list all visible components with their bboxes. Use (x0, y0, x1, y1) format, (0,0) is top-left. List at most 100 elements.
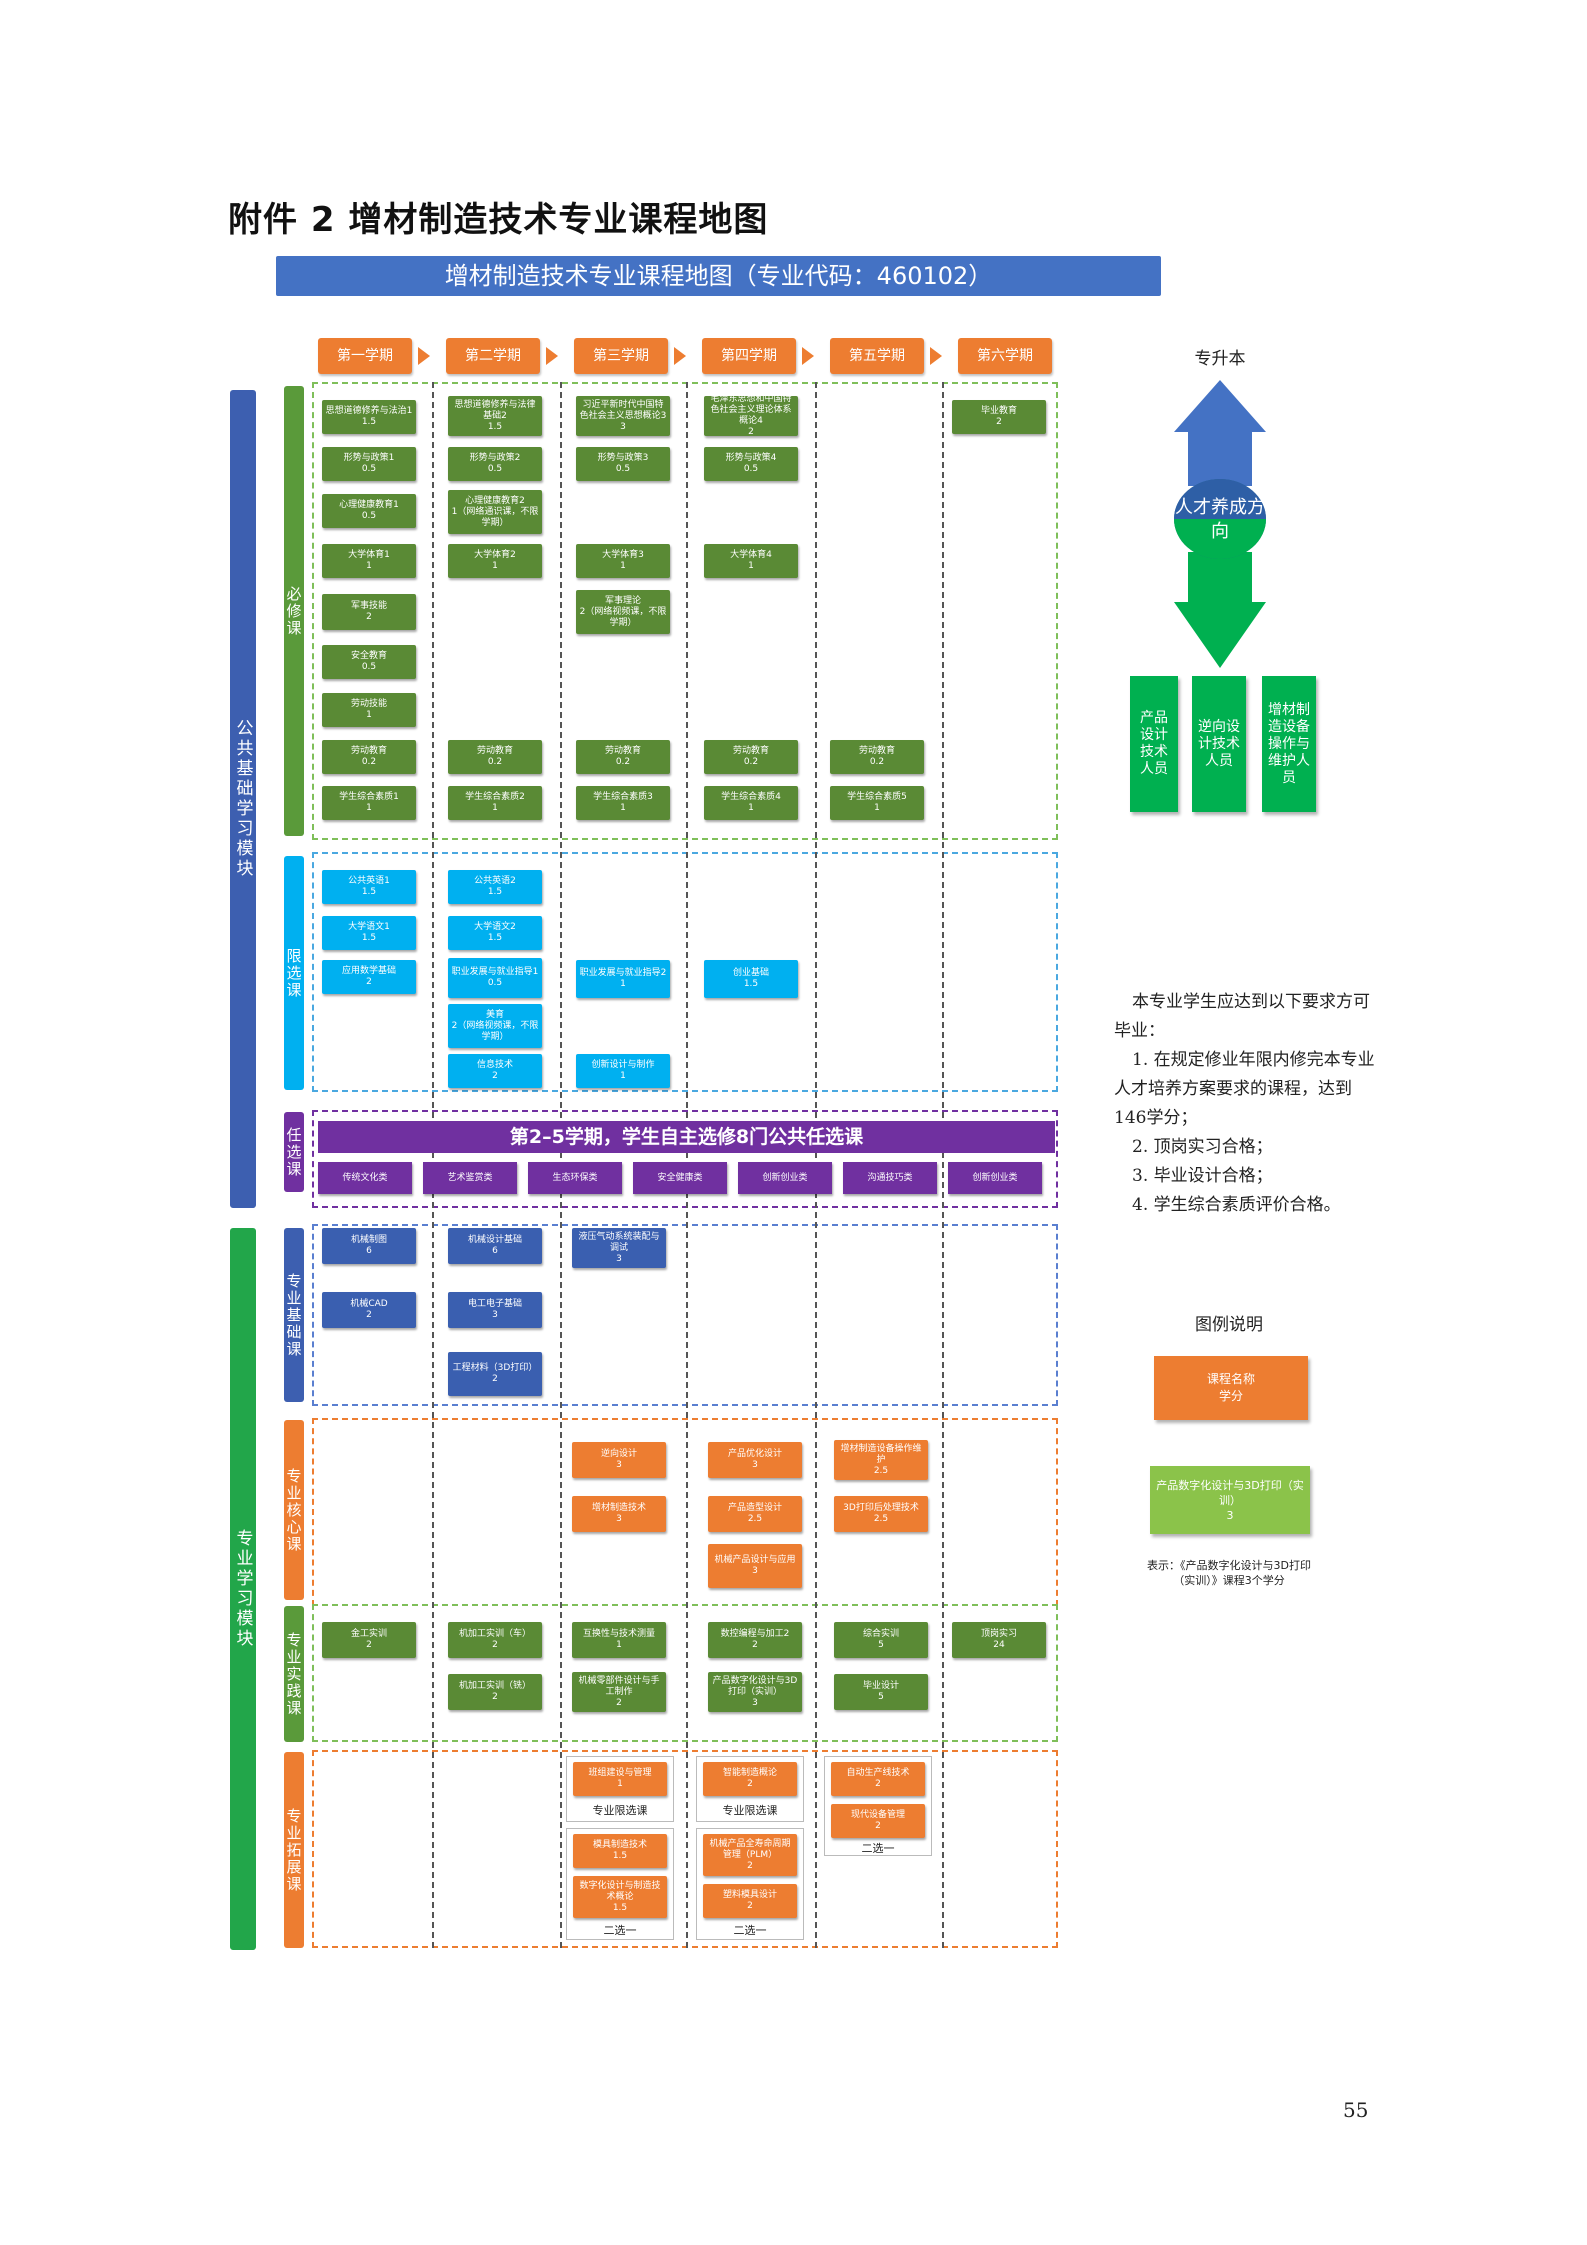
category-prof-core: 专业核心课 (284, 1420, 304, 1600)
optional-category: 传统文化类 (318, 1162, 412, 1194)
semester-4: 第四学期 (702, 338, 796, 374)
section-prof-base (312, 1224, 1058, 1406)
ext-group-label: 专业限选课 (592, 1804, 648, 1817)
arrow-right-icon (802, 347, 814, 365)
semester-2: 第二学期 (446, 338, 540, 374)
legend-note: 表示：《产品数字化设计与3D打印（实训）》课程3个学分 (1147, 1559, 1311, 1587)
category-limited: 限选课 (284, 856, 304, 1090)
course-box: 机械产品全寿命周期管理（PLM）2 (703, 1834, 797, 1876)
category-required: 必修课 (284, 386, 304, 836)
legend-course-name: 课程名称 (1206, 1372, 1255, 1386)
requirements-item: 4. 学生综合素质评价合格。 (1132, 1195, 1341, 1215)
requirements-intro: 本专业学生应达到以下要求方可毕业： (1114, 992, 1370, 1041)
direction-arrows-graphic (1174, 380, 1266, 668)
course-box: 机加工实训（铣）2 (448, 1674, 542, 1710)
arrow-right-icon (418, 347, 430, 365)
optional-category: 生态环保类 (528, 1162, 622, 1194)
section-required (312, 382, 1058, 840)
arrow-right-icon (930, 347, 942, 365)
ext-group-label: 二选一 (603, 1924, 637, 1937)
category-optional: 任选课 (284, 1112, 304, 1192)
section-prof-core (312, 1418, 1058, 1606)
job-box: 增材制造设备操作与维护人员 (1262, 676, 1316, 812)
requirements-item: 1. 在规定修业年限内修完本专业人才培养方案要求的课程，达到146学分； (1114, 1050, 1375, 1128)
semester-6: 第六学期 (958, 338, 1052, 374)
arrow-right-icon (546, 347, 558, 365)
column-divider (942, 382, 944, 1948)
legend-sample-course: 课程名称 学分 (1154, 1356, 1308, 1420)
category-prof-ext: 专业拓展课 (284, 1752, 304, 1948)
optional-category: 艺术鉴赏类 (423, 1162, 517, 1194)
optional-banner: 第2–5学期，学生自主选修8门公共任选课 (318, 1121, 1055, 1153)
course-box: 产品数字化设计与3D打印（实训）3 (708, 1672, 802, 1712)
ext-group-label: 二选一 (861, 1842, 895, 1855)
legend-example-course: 产品数字化设计与3D打印（实训） 3 (1150, 1466, 1310, 1534)
legend-example-name: 产品数字化设计与3D打印（实训） (1156, 1478, 1304, 1507)
map-banner: 增材制造技术专业课程地图（专业代码：460102） (276, 256, 1161, 296)
course-box: 工程材料（3D打印）2 (448, 1352, 542, 1396)
optional-category: 安全健康类 (633, 1162, 727, 1194)
arrow-right-icon (674, 347, 686, 365)
category-prof-base: 专业基础课 (284, 1228, 304, 1402)
legend-course-credit: 学分 (1218, 1389, 1243, 1403)
optional-category: 创新创业类 (738, 1162, 832, 1194)
requirements-item: 2. 顶岗实习合格； (1132, 1137, 1273, 1157)
legend-example-credit: 3 (1226, 1508, 1234, 1522)
ext-group-label: 二选一 (733, 1924, 767, 1937)
ext-group-label: 专业限选课 (722, 1804, 778, 1817)
section-prof-ext (312, 1750, 1058, 1948)
down-arrow-icon (1174, 552, 1266, 668)
job-box: 产品设计技术人员 (1130, 676, 1178, 812)
optional-category: 创新创业类 (948, 1162, 1042, 1194)
